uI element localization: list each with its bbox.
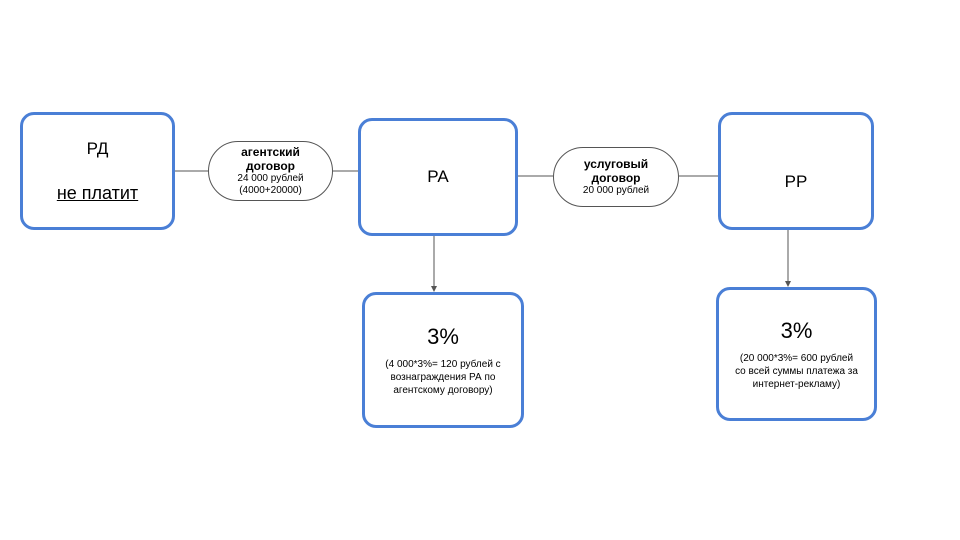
tax-ra-note-line3: агентскому договору) (393, 384, 493, 396)
entity-rd-note: не платит (56, 182, 139, 203)
agency-contract-breakdown: (4000+20000) (239, 185, 302, 196)
tax-rr-note-line1: (20 000*3%= 600 рублей (739, 352, 854, 364)
tax-rr-note-line3: интернет-рекламу) (752, 378, 841, 390)
entity-ra-box: РА (358, 118, 518, 236)
tax-rr-note-line2: со всей суммы платежа за (735, 365, 858, 377)
agency-contract-pill: агентский договор 24 000 рублей (4000+20… (208, 141, 333, 201)
tax-rr-percent: 3% (780, 317, 813, 343)
entity-rr-label: РР (784, 172, 808, 191)
tax-rr-note: (20 000*3%= 600 рублей со всей суммы пла… (721, 352, 872, 391)
service-contract-title-line1: услуговый (583, 157, 649, 171)
agency-contract-amount: 24 000 рублей (237, 173, 304, 184)
tax-ra-note-line1: (4 000*3%= 120 рублей с (385, 358, 501, 370)
entity-rd-label: РД (86, 138, 109, 158)
tax-rr-box: 3% (20 000*3%= 600 рублей со всей суммы … (716, 287, 877, 421)
service-contract-pill: услуговый договор 20 000 рублей (553, 147, 679, 207)
service-contract-title-line2: договор (591, 171, 641, 185)
service-contract-amount: 20 000 рублей (582, 185, 650, 196)
entity-rd-box: РД не платит (20, 112, 175, 230)
tax-ra-note-line2: вознаграждения РА по (390, 371, 496, 383)
tax-ra-box: 3% (4 000*3%= 120 рублей с вознаграждени… (362, 292, 524, 428)
agency-contract-title-line1: агентский (241, 145, 300, 159)
tax-ra-note: (4 000*3%= 120 рублей с вознаграждения Р… (371, 358, 514, 397)
entity-rr-box: РР (718, 112, 874, 230)
entity-ra-label: РА (427, 167, 449, 186)
tax-ra-percent: 3% (427, 323, 459, 349)
agency-contract-title-line2: договор (246, 159, 295, 173)
